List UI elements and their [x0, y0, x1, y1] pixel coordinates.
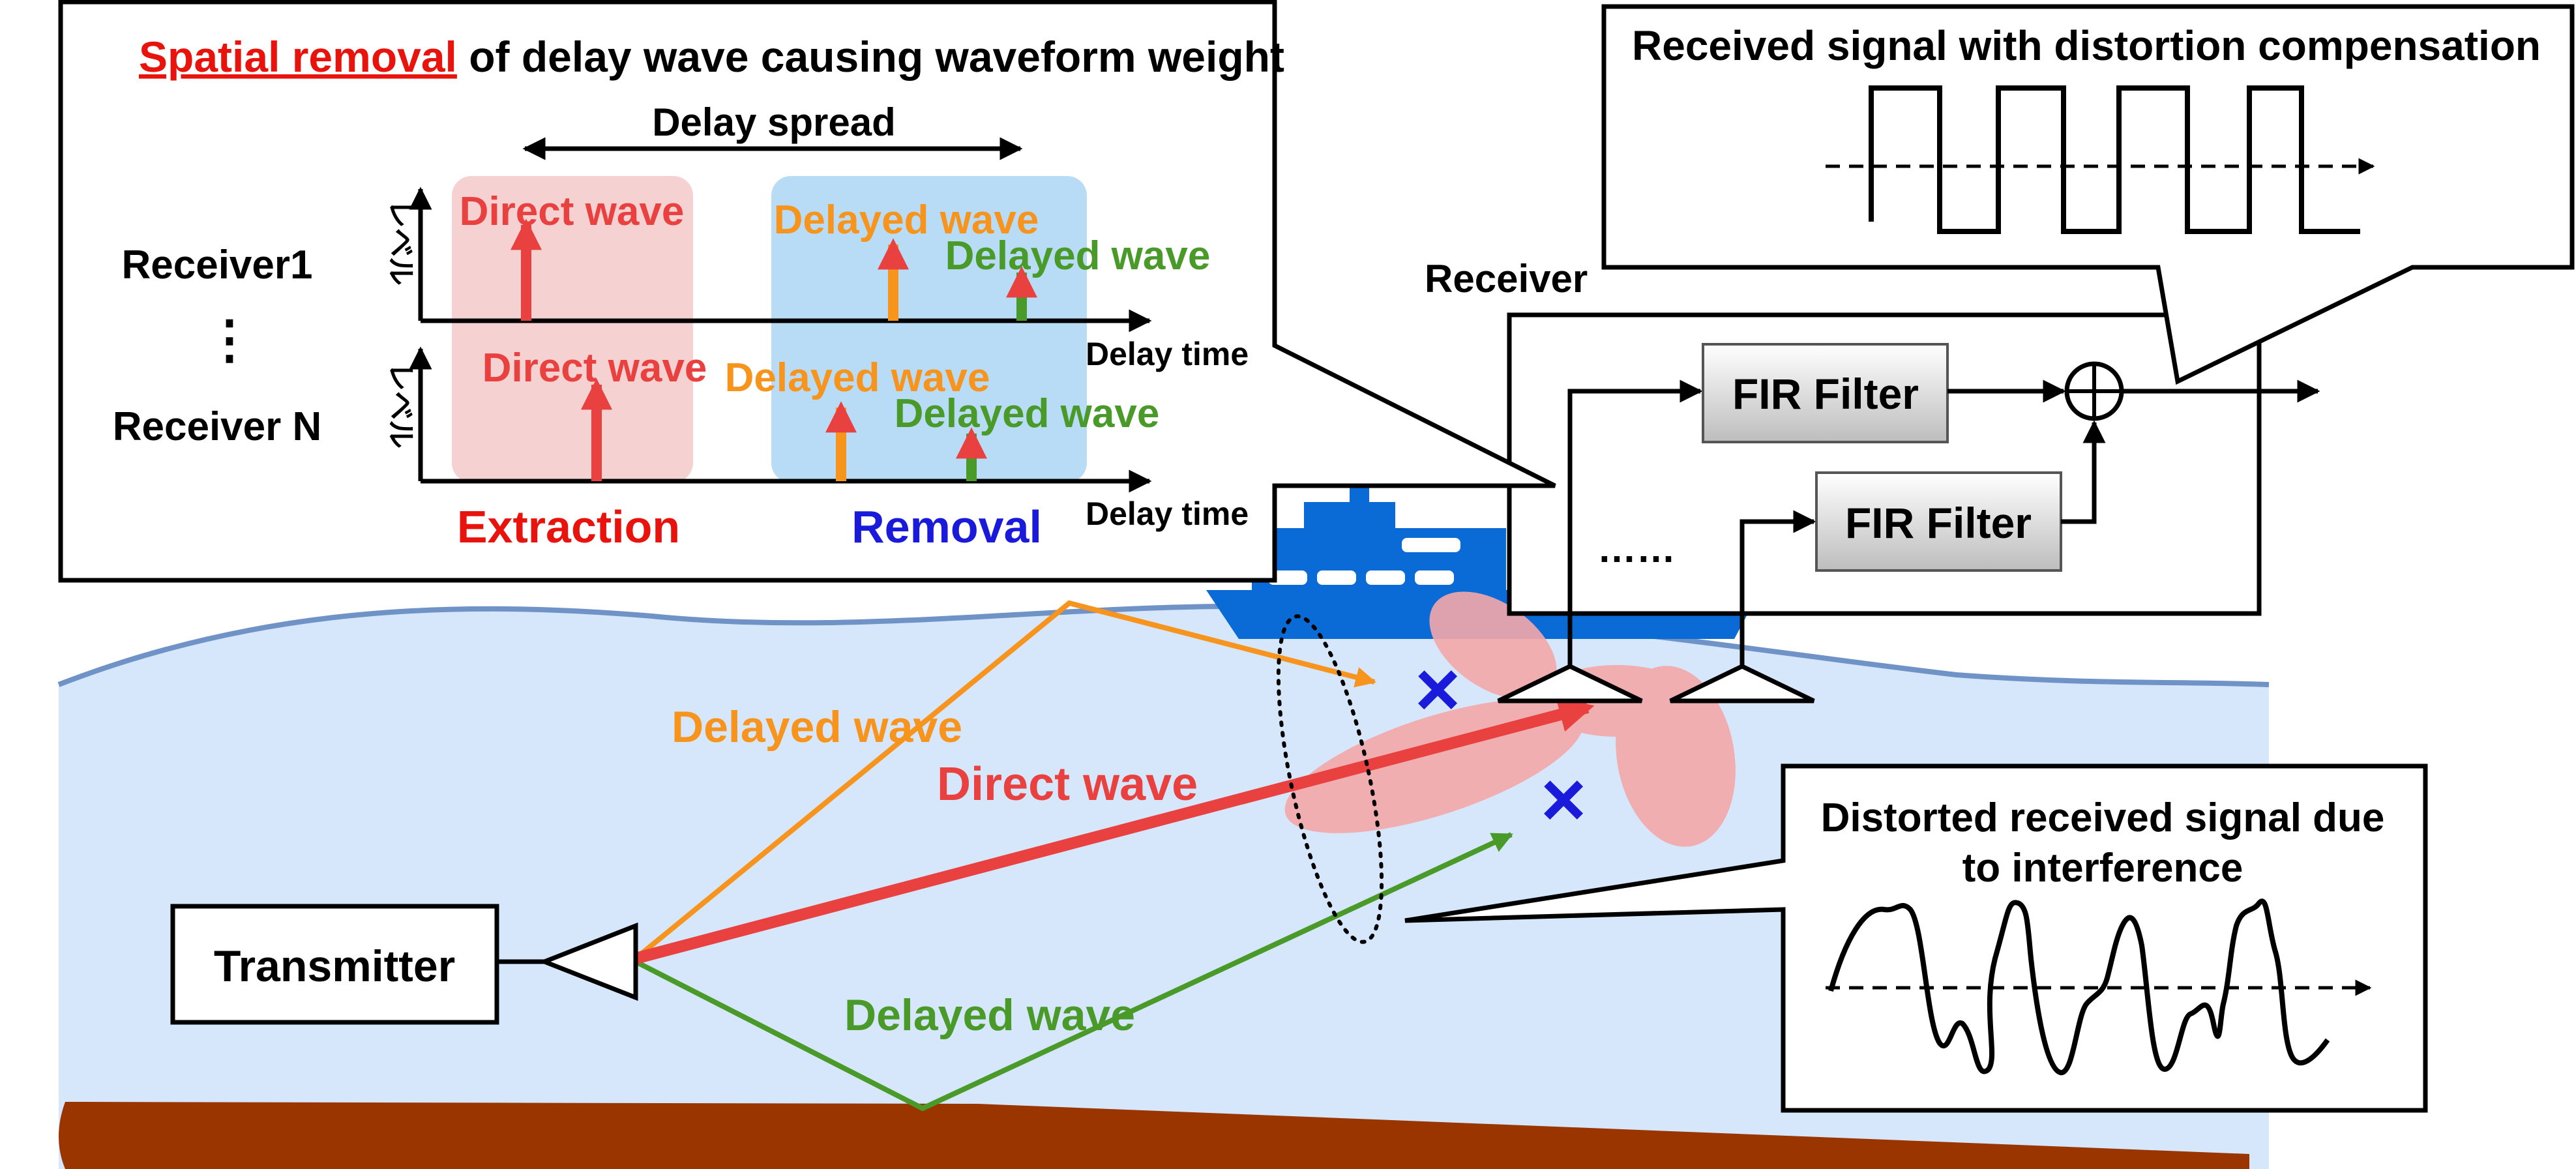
callout-title: Spatial removal of delay wave causing wa…	[139, 33, 1284, 81]
transmitter-antenna-icon	[538, 922, 638, 1001]
delay-time-label-1: Delay time	[1086, 336, 1249, 372]
level-label-2: レベル	[385, 363, 417, 449]
water-surface-line	[57, 603, 2270, 687]
delay-profile-callout: Spatial removal of delay wave causing wa…	[58, 0, 1556, 583]
fir-filter-2-label: FIR Filter	[1845, 499, 2032, 547]
delayed-wave-label-orange-2: Delayed wave	[725, 355, 990, 400]
distorted-waveform	[1828, 898, 2330, 1075]
delayed-wave-path-lower	[634, 832, 1513, 1112]
compensated-signal-callout: Received signal with distortion compensa…	[1601, 4, 2575, 385]
distorted-signal-callout: Distorted received signal due to interfe…	[1404, 763, 2428, 1113]
delayed-wave-label-orange-1: Delayed wave	[774, 198, 1039, 243]
receiver-label: Receiver	[1425, 257, 1588, 301]
delayed-wave-label-green-1: Delayed wave	[945, 233, 1211, 278]
direct-wave-label-1: Direct wave	[460, 189, 685, 234]
compensated-signal-title: Received signal with distortion compensa…	[1632, 22, 2541, 69]
receiver-antenna-1-icon	[1497, 664, 1643, 703]
level-label-1: レベル	[385, 200, 417, 286]
beam-pattern	[1284, 591, 1736, 847]
scene-delayed-wave-upper-label: Delayed wave	[672, 702, 962, 752]
direct-wave-path	[634, 697, 1595, 964]
fir-filter-1-label: FIR Filter	[1732, 370, 1919, 418]
summation-node-icon	[2064, 361, 2124, 421]
delayed-wave-label-green-2: Delayed wave	[895, 391, 1160, 436]
removal-label: Removal	[851, 501, 1042, 552]
receiver-array-dotted-ellipse	[1276, 614, 1384, 944]
extraction-label: Extraction	[457, 501, 680, 552]
blocked-mark-lower: ×	[1541, 756, 1586, 843]
transmitter: Transmitter	[170, 904, 638, 1025]
distorted-signal-title-line1: Distorted received signal due	[1821, 795, 2385, 840]
receiver-block: Receiver FIR Filter FIR Filter ……	[1425, 257, 2320, 703]
delayed-wave-path-upper	[634, 600, 1377, 961]
delay-time-label-2: Delay time	[1086, 496, 1249, 532]
scene-delayed-wave-lower-label: Delayed wave	[844, 990, 1135, 1040]
delay-spread-label: Delay spread	[652, 100, 896, 144]
extraction-region	[452, 176, 693, 482]
direct-wave-label-2: Direct wave	[482, 346, 707, 391]
transmitter-label: Transmitter	[214, 941, 455, 991]
receiver-antenna-2-icon	[1669, 664, 1815, 703]
blocked-mark-upper: ×	[1415, 645, 1460, 733]
receiver-n-label: Receiver N	[113, 404, 322, 449]
scene-direct-wave-label: Direct wave	[937, 758, 1198, 810]
receiver-dots: ……	[1597, 527, 1676, 570]
title-rest: of delay wave causing waveform weight	[457, 33, 1284, 81]
seabed	[59, 1102, 2249, 1169]
title-highlight: Spatial removal	[139, 33, 457, 81]
distorted-signal-title-line2: to interference	[1962, 846, 2243, 891]
receiver-ellipsis: ⋮	[203, 310, 256, 368]
fir-filter-1	[1702, 343, 1949, 443]
compensated-square-wave	[1869, 85, 2360, 234]
receiver-1-label: Receiver1	[121, 243, 312, 288]
